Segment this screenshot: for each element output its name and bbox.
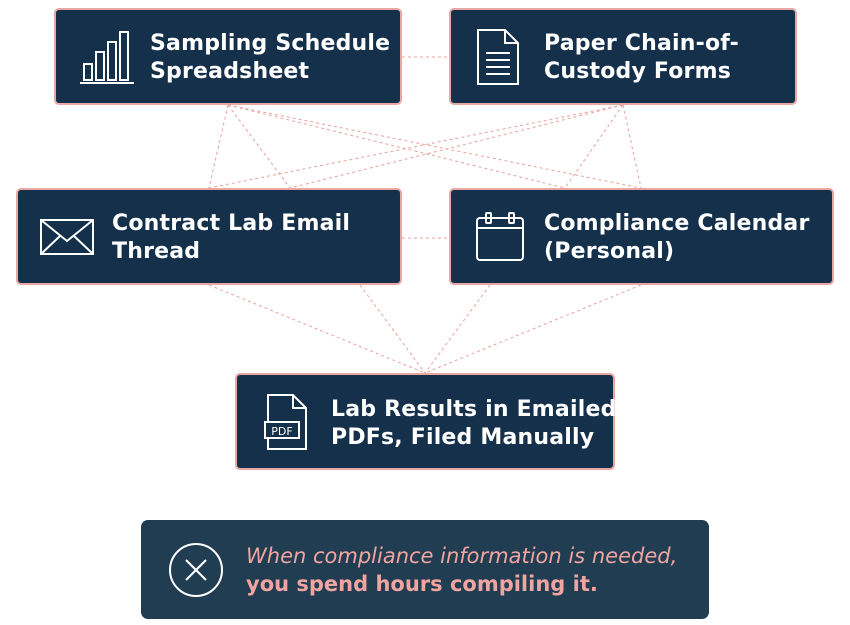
connector-paper-calendar-a [564, 104, 624, 189]
node-label-line2: Custody Forms [544, 59, 732, 84]
connector-sampling-calendar-a [227, 104, 566, 189]
node-compliance-calendar: Compliance Calendar (Personal) [449, 188, 834, 285]
connector-paper-email-a [208, 104, 624, 189]
callout-box: When compliance information is needed, y… [141, 520, 709, 619]
node-label: Compliance Calendar (Personal) [544, 210, 810, 266]
connector-sampling-email-b [227, 104, 291, 189]
envelope-icon [38, 215, 96, 259]
node-label-line1: Contract Lab Email [112, 211, 351, 236]
node-label-line2: (Personal) [544, 239, 675, 264]
node-label: Paper Chain-of- Custody Forms [544, 30, 739, 86]
connector-paper-calendar-b [622, 104, 642, 189]
pdf-file-icon: PDF [263, 392, 311, 452]
node-contract-lab-email: Contract Lab Email Thread [16, 188, 402, 285]
node-label: Lab Results in Emailed PDFs, Filed Manua… [331, 396, 617, 452]
node-paper-forms: Paper Chain-of- Custody Forms [449, 8, 797, 105]
x-circle-icon [168, 542, 224, 598]
connector-paper-email-b [289, 104, 624, 189]
connector-sampling-calendar-b [227, 104, 642, 189]
callout-message: When compliance information is needed, y… [246, 542, 677, 598]
node-label-line1: Sampling Schedule [150, 31, 391, 56]
node-label: Contract Lab Email Thread [112, 210, 350, 266]
node-label-line2: Thread [112, 239, 201, 264]
node-label-line2: Spreadsheet [150, 59, 310, 84]
connector-calendar-lab-b [424, 284, 642, 374]
node-lab-results: PDF Lab Results in Emailed PDFs, Filed M… [235, 373, 617, 470]
document-icon [473, 27, 523, 87]
connector-sampling-email-a [208, 104, 229, 189]
node-sampling-schedule: Sampling Schedule Spreadsheet [54, 8, 402, 105]
node-label-line1: Paper Chain-of- [544, 31, 739, 56]
bar-chart-icon [78, 28, 136, 86]
node-label-line2: PDFs, Filed Manually [331, 425, 595, 450]
node-label-line1: Lab Results in Emailed [331, 397, 617, 422]
pdf-icon-text: PDF [271, 425, 292, 438]
calendar-icon [473, 210, 527, 264]
connector-email-lab-b [359, 284, 426, 374]
connector-calendar-lab-a [424, 284, 491, 374]
node-label: Sampling Schedule Spreadsheet [150, 30, 390, 86]
node-label-line1: Compliance Calendar [544, 211, 810, 236]
callout-line2: you spend hours compiling it. [246, 572, 598, 596]
callout-line1: When compliance information is needed, [246, 544, 678, 568]
connector-email-lab-a [208, 284, 426, 374]
